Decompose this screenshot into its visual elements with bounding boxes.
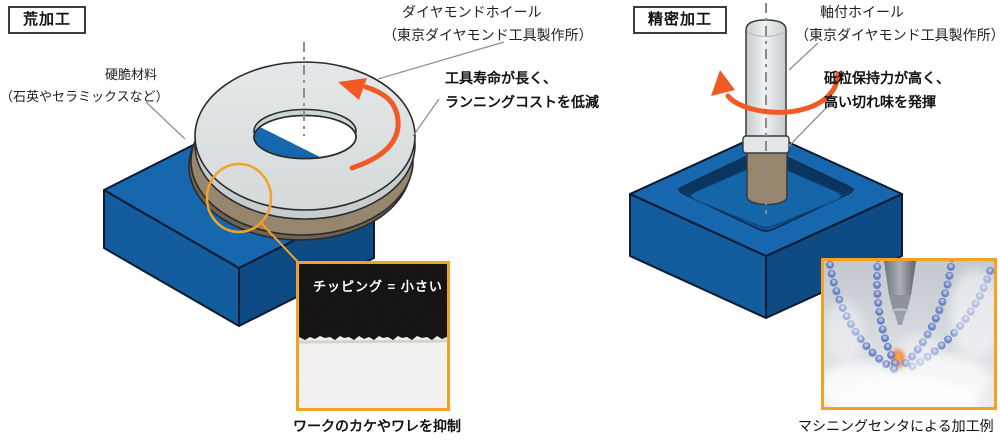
right-section-header: 精密加工 [633,6,728,34]
chipping-inset-photo: チッピング = 小さい [296,261,450,411]
machining-photo-art [824,261,994,407]
right-photo-caption: マシニングセンタによる加工例 [798,418,994,434]
coolant-mist [824,269,994,407]
left-benefit-line1: 工具寿命が長く、 [445,70,557,86]
left-photo-caption: ワークのカケやワレを抑制 [293,418,461,434]
tool-abrasive-tip [746,150,788,206]
diamond-wheel-label-line2: （東京ダイヤモンド工具製作所） [383,27,593,43]
right-benefit-line2: 高い切れ味を発揮 [824,94,936,110]
left-section-header: 荒加工 [8,6,87,34]
leader-line-benefit [788,106,828,147]
right-benefit-text: 砥粒保持力が高く、 高い切れ味を発揮 [824,66,950,114]
machining-center-photo [821,258,997,410]
edge-highlight-circle-icon [205,162,273,234]
spindle [884,261,916,325]
leader-line-shaft-label [788,42,819,71]
material-label: 硬脆材料 （石英やセラミックスなど） [0,64,169,108]
leader-line-benefit [412,98,440,137]
diamond-wheel-label-line1: ダイヤモンドホイール [402,4,542,20]
left-benefit-text: 工具寿命が長く、 ランニングコストを低減 [445,66,599,114]
photo-grain-overlay [299,264,447,408]
left-leader-lines [145,41,505,140]
shaft-wheel-label-line2: （東京ダイヤモンド工具製作所） [795,27,1000,43]
chipping-inset-label: チッピング = 小さい [313,279,443,294]
right-benefit-line1: 砥粒保持力が高く、 [824,70,950,86]
left-benefit-line2: ランニングコストを低減 [445,94,599,110]
chipping-photo-art [299,264,447,408]
shaft-dome-seam [746,31,786,38]
shaft-wheel-label-line1: 軸付ホイール [820,4,904,20]
left-rotation-arrow-icon [338,78,401,171]
leader-line-material [145,101,186,140]
right-rotation-arrow-icon [711,70,841,115]
leader-line-wheel-label [377,41,505,80]
inset-connector-line [260,222,299,263]
material-label-line1: 硬脆材料 [104,67,157,82]
material-label-line2: （石英やセラミックスなど） [0,89,169,104]
diamond-wheel [188,61,416,241]
right-leader-lines [788,42,828,147]
